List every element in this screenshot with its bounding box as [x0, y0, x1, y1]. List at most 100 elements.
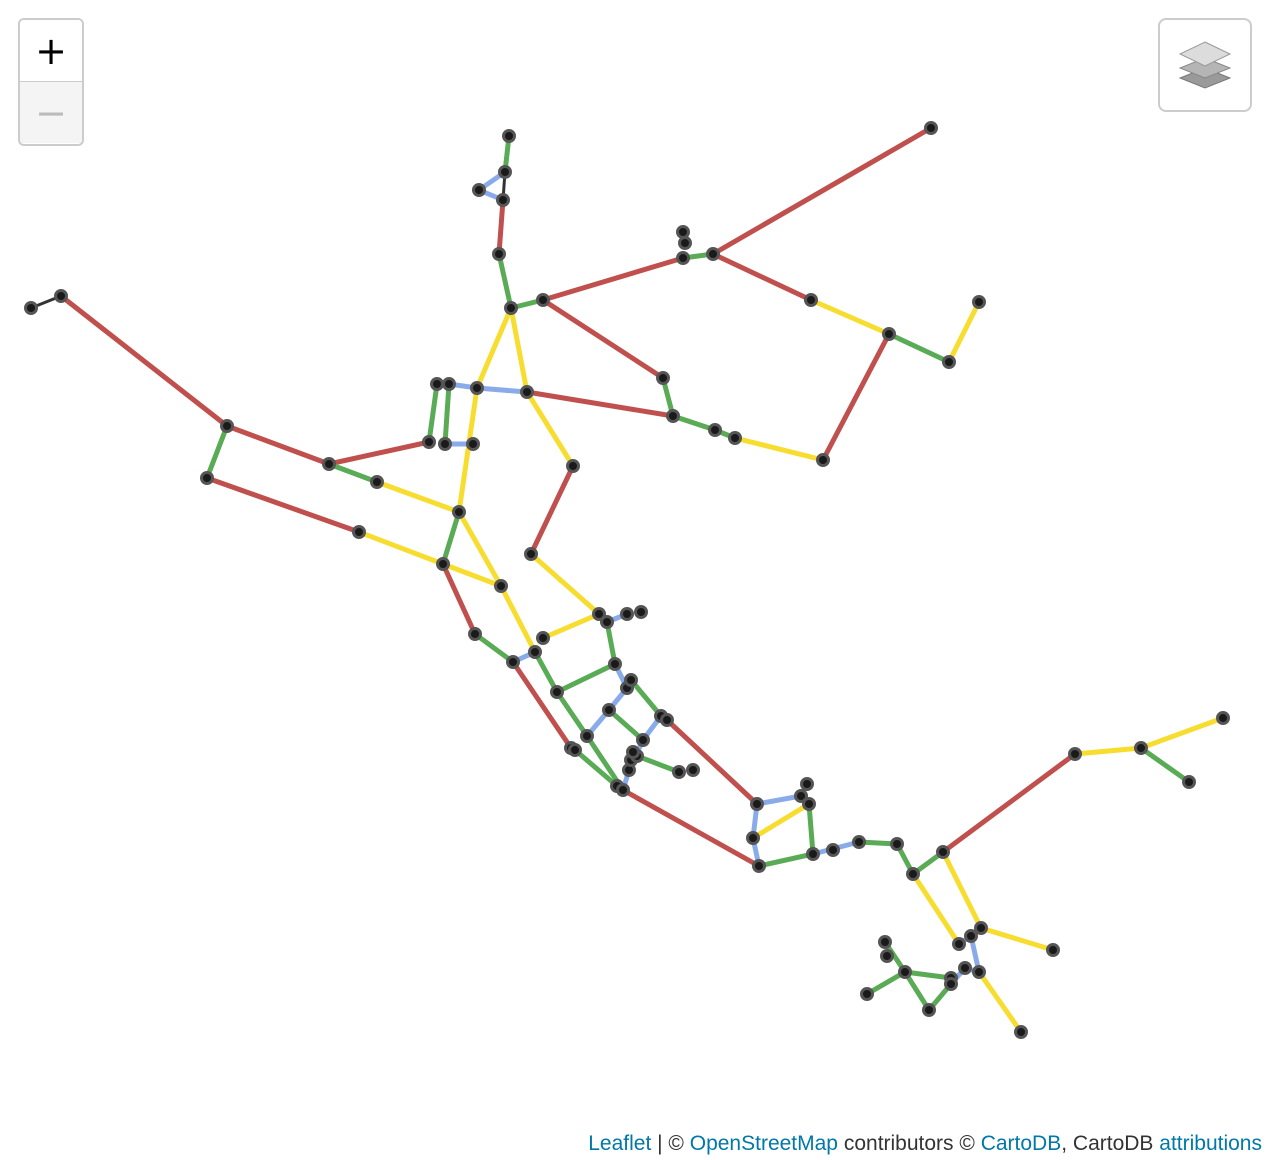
network-edge[interactable] [510, 659, 574, 751]
network-edge[interactable] [204, 423, 230, 481]
network-edge[interactable] [732, 435, 826, 463]
network-node[interactable] [880, 949, 894, 963]
network-node[interactable] [898, 965, 912, 979]
network-edge[interactable] [524, 389, 676, 419]
network-node[interactable] [686, 763, 700, 777]
network-node[interactable] [882, 327, 896, 341]
network-edge[interactable] [374, 479, 538, 655]
network-node[interactable] [794, 789, 808, 803]
network-node[interactable] [620, 607, 634, 621]
network-node[interactable] [972, 965, 986, 979]
network-node[interactable] [438, 437, 452, 451]
network-edge[interactable] [496, 197, 506, 257]
network-edge[interactable] [204, 475, 362, 535]
network-node[interactable] [636, 733, 650, 747]
network-node[interactable] [24, 301, 38, 315]
network-node[interactable] [676, 251, 690, 265]
network-node[interactable] [466, 437, 480, 451]
network-node[interactable] [678, 236, 692, 250]
network-node[interactable] [1182, 775, 1196, 789]
network-edge[interactable] [532, 649, 626, 793]
network-edge[interactable] [756, 801, 816, 869]
network-edge[interactable] [620, 787, 762, 869]
network-node[interactable] [436, 557, 450, 571]
network-edge[interactable] [820, 331, 892, 463]
network-edge[interactable] [528, 551, 604, 641]
network-node[interactable] [592, 607, 606, 621]
network-edge[interactable] [442, 381, 452, 447]
network-edge[interactable] [1138, 745, 1192, 785]
network-node[interactable] [952, 937, 966, 951]
zoom-out-button[interactable]: − [20, 82, 82, 143]
network-node[interactable] [656, 371, 670, 385]
network-node[interactable] [1068, 747, 1082, 761]
network-edge[interactable] [856, 839, 946, 878]
network-node[interactable] [666, 409, 680, 423]
network-node[interactable] [566, 459, 580, 473]
network-node[interactable] [706, 247, 720, 261]
network-node[interactable] [974, 921, 988, 935]
network-node[interactable] [746, 831, 760, 845]
network-node[interactable] [806, 847, 820, 861]
network-edge[interactable] [882, 939, 954, 1015]
network-node[interactable] [536, 631, 550, 645]
network-node[interactable] [422, 435, 436, 449]
network-node[interactable] [496, 193, 510, 207]
network-node[interactable] [924, 121, 938, 135]
network-node[interactable] [352, 525, 366, 539]
network-node[interactable] [220, 419, 234, 433]
network-node[interactable] [200, 471, 214, 485]
network-node[interactable] [616, 783, 630, 797]
network-node[interactable] [800, 777, 814, 791]
network-node[interactable] [624, 673, 638, 687]
network-node[interactable] [494, 579, 508, 593]
network-node[interactable] [890, 837, 904, 851]
network-edge[interactable] [58, 293, 432, 467]
network-edge[interactable] [634, 753, 682, 775]
leaflet-link[interactable]: Leaflet [588, 1132, 652, 1155]
network-edge[interactable] [440, 561, 478, 637]
network-node[interactable] [672, 765, 686, 779]
network-node[interactable] [1046, 943, 1060, 957]
network-node[interactable] [942, 355, 956, 369]
network-node[interactable] [802, 797, 816, 811]
network-edge[interactable] [710, 251, 814, 303]
network-node[interactable] [498, 165, 512, 179]
network-node[interactable] [728, 431, 742, 445]
network-node[interactable] [506, 655, 520, 669]
network-edge[interactable] [528, 463, 576, 557]
network-node[interactable] [1134, 741, 1148, 755]
network-node[interactable] [816, 453, 830, 467]
network-node[interactable] [1014, 1025, 1028, 1039]
network-edge[interactable] [976, 969, 1024, 1035]
network-edge[interactable] [472, 631, 516, 665]
network-node[interactable] [708, 423, 722, 437]
network-node[interactable] [922, 1003, 936, 1017]
network-node[interactable] [370, 475, 384, 489]
network-edge[interactable] [940, 751, 1078, 855]
network-node[interactable] [468, 627, 482, 641]
network-edge[interactable] [886, 331, 952, 365]
network-node[interactable] [550, 685, 564, 699]
network-edge[interactable] [584, 661, 630, 739]
network-node[interactable] [536, 293, 550, 307]
network-node[interactable] [472, 183, 486, 197]
network-node[interactable] [492, 247, 506, 261]
network-edge[interactable] [554, 661, 618, 695]
network-edge[interactable] [750, 801, 812, 841]
zoom-in-button[interactable]: + [20, 20, 82, 82]
network-edge[interactable] [540, 297, 666, 381]
network-node[interactable] [520, 385, 534, 399]
network-node[interactable] [524, 547, 538, 561]
network-node[interactable] [634, 605, 648, 619]
network-edge[interactable] [606, 707, 646, 743]
network-edge[interactable] [426, 381, 440, 445]
cartodb-link[interactable]: CartoDB [980, 1132, 1062, 1155]
network-edge[interactable] [440, 509, 462, 567]
network-edge[interactable] [910, 871, 962, 947]
network-node[interactable] [442, 377, 456, 391]
network-node[interactable] [608, 657, 622, 671]
network-edge[interactable] [540, 255, 686, 303]
network-node[interactable] [972, 295, 986, 309]
